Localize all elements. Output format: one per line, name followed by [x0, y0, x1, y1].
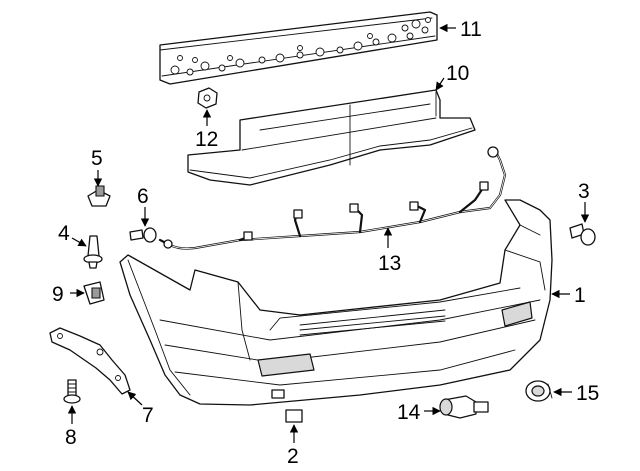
callout-2: 2 [287, 424, 299, 468]
push-pin-part [569, 223, 596, 246]
bracket-part [49, 327, 131, 395]
callout-14: 14 [397, 401, 441, 424]
callout-4: 4 [58, 222, 87, 247]
callout-3: 3 [578, 180, 590, 223]
svg-text:12: 12 [195, 128, 218, 151]
svg-text:2: 2 [287, 445, 299, 468]
label-part [285, 409, 303, 423]
svg-text:1: 1 [574, 284, 586, 307]
svg-text:3: 3 [578, 180, 590, 203]
bolt-part [63, 379, 81, 404]
svg-text:10: 10 [446, 62, 469, 85]
callout-6: 6 [137, 185, 150, 227]
svg-text:5: 5 [91, 147, 103, 170]
callout-15: 15 [553, 382, 599, 405]
svg-text:14: 14 [397, 401, 421, 424]
callout-13: 13 [378, 227, 401, 275]
svg-text:15: 15 [576, 382, 599, 405]
bumper-cover-part [119, 199, 553, 406]
svg-text:9: 9 [52, 283, 64, 306]
callout-12: 12 [195, 109, 218, 151]
nut-part [197, 87, 218, 109]
svg-text:4: 4 [58, 222, 70, 245]
callout-7: 7 [127, 391, 154, 427]
reinforcement-bar-part [159, 11, 438, 85]
sensor-retainer-part [525, 380, 553, 402]
bracket-clip-part [83, 281, 105, 305]
svg-text:11: 11 [460, 18, 482, 41]
svg-text:13: 13 [378, 252, 401, 275]
wiring-harness-part [158, 146, 507, 250]
callout-11: 11 [439, 18, 482, 41]
push-retainer-part [83, 235, 103, 269]
callout-9: 9 [52, 283, 85, 306]
svg-text:8: 8 [65, 426, 77, 449]
clip-part [87, 185, 111, 207]
svg-text:7: 7 [142, 404, 154, 427]
callout-5: 5 [91, 147, 103, 187]
park-sensor-part [439, 395, 489, 419]
push-pin-6-part [129, 227, 157, 243]
svg-text:6: 6 [137, 185, 149, 208]
energy-absorber-part [187, 89, 476, 186]
callout-8: 8 [65, 405, 77, 449]
callout-1: 1 [551, 284, 586, 307]
callout-10: 10 [435, 62, 469, 91]
